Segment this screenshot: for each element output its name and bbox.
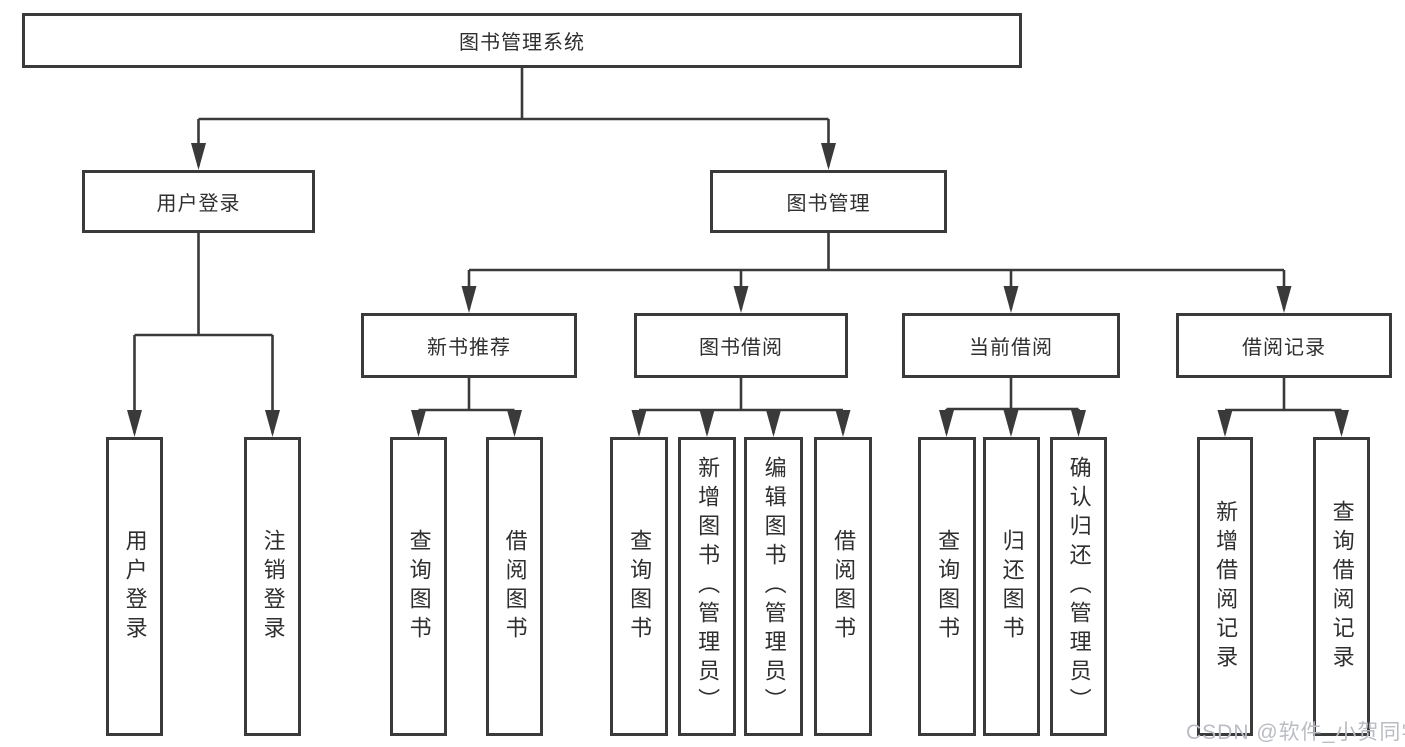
node-new-book-recommend: 新书推荐 (361, 313, 577, 378)
leaf-query-books-recommend-label: 查询图书 (406, 528, 432, 645)
node-system-root-label: 图书管理系统 (459, 32, 585, 54)
leaf-borrow-books-recommend: 借阅图书 (486, 437, 543, 736)
leaf-confirm-return-admin: 确认归还（管理员） (1050, 437, 1107, 736)
leaf-query-books-borrow-label: 查询图书 (627, 528, 653, 645)
leaf-edit-books-admin-label: 编辑图书（管理员） (761, 456, 787, 717)
node-book-borrow-label: 图书借阅 (699, 337, 783, 359)
csdn-watermark: CSDN @软件_小贺同学 (1186, 721, 1405, 744)
connector-newbook-to-leaves (417, 378, 516, 433)
leaf-edit-books-admin: 编辑图书（管理员） (744, 437, 803, 736)
leaf-add-borrow-record-label: 新增借阅记录 (1213, 499, 1239, 674)
node-new-book-recommend-label: 新书推荐 (427, 337, 511, 359)
leaf-query-books-recommend: 查询图书 (390, 437, 447, 736)
leaf-query-borrow-record: 查询借阅记录 (1313, 437, 1370, 736)
node-book-borrow: 图书借阅 (634, 313, 848, 378)
node-borrow-records-label: 借阅记录 (1242, 337, 1326, 359)
leaf-logout-label: 注销登录 (260, 528, 286, 645)
leaf-add-books-admin-label: 新增图书（管理员） (695, 456, 721, 717)
node-system-root: 图书管理系统 (22, 13, 1022, 68)
connector-bookmgmt-to-level3 (467, 233, 1286, 309)
node-current-borrow: 当前借阅 (902, 313, 1120, 378)
connector-userlogin-to-leaves (133, 233, 274, 433)
leaf-add-borrow-record: 新增借阅记录 (1197, 437, 1253, 736)
leaf-return-books: 归还图书 (983, 437, 1040, 736)
connector-bookborrow-to-leaves (637, 378, 845, 433)
leaf-confirm-return-admin-label: 确认归还（管理员） (1066, 456, 1092, 717)
leaf-return-books-label: 归还图书 (999, 528, 1025, 645)
leaf-borrow-books-recommend-label: 借阅图书 (502, 528, 528, 645)
leaf-borrow-books-label: 借阅图书 (831, 528, 857, 645)
node-user-login: 用户登录 (82, 170, 315, 233)
leaf-user-login-label: 用户登录 (122, 528, 148, 645)
leaf-borrow-books: 借阅图书 (814, 437, 872, 736)
leaf-query-books-current-label: 查询图书 (935, 528, 961, 645)
node-book-management-label: 图书管理 (786, 193, 871, 215)
leaf-user-login: 用户登录 (106, 437, 163, 736)
leaf-query-borrow-record-label: 查询借阅记录 (1329, 499, 1355, 674)
leaf-query-books-borrow: 查询图书 (610, 437, 668, 736)
node-user-login-label: 用户登录 (156, 193, 241, 215)
node-current-borrow-label: 当前借阅 (969, 337, 1053, 359)
leaf-logout: 注销登录 (244, 437, 301, 736)
leaf-add-books-admin: 新增图书（管理员） (678, 437, 736, 736)
node-borrow-records: 借阅记录 (1176, 313, 1392, 378)
connector-root-to-level2 (197, 68, 830, 166)
leaf-query-books-current: 查询图书 (918, 437, 976, 736)
node-book-management: 图书管理 (710, 170, 947, 233)
connector-borrowrecords-to-leaves (1223, 378, 1343, 433)
